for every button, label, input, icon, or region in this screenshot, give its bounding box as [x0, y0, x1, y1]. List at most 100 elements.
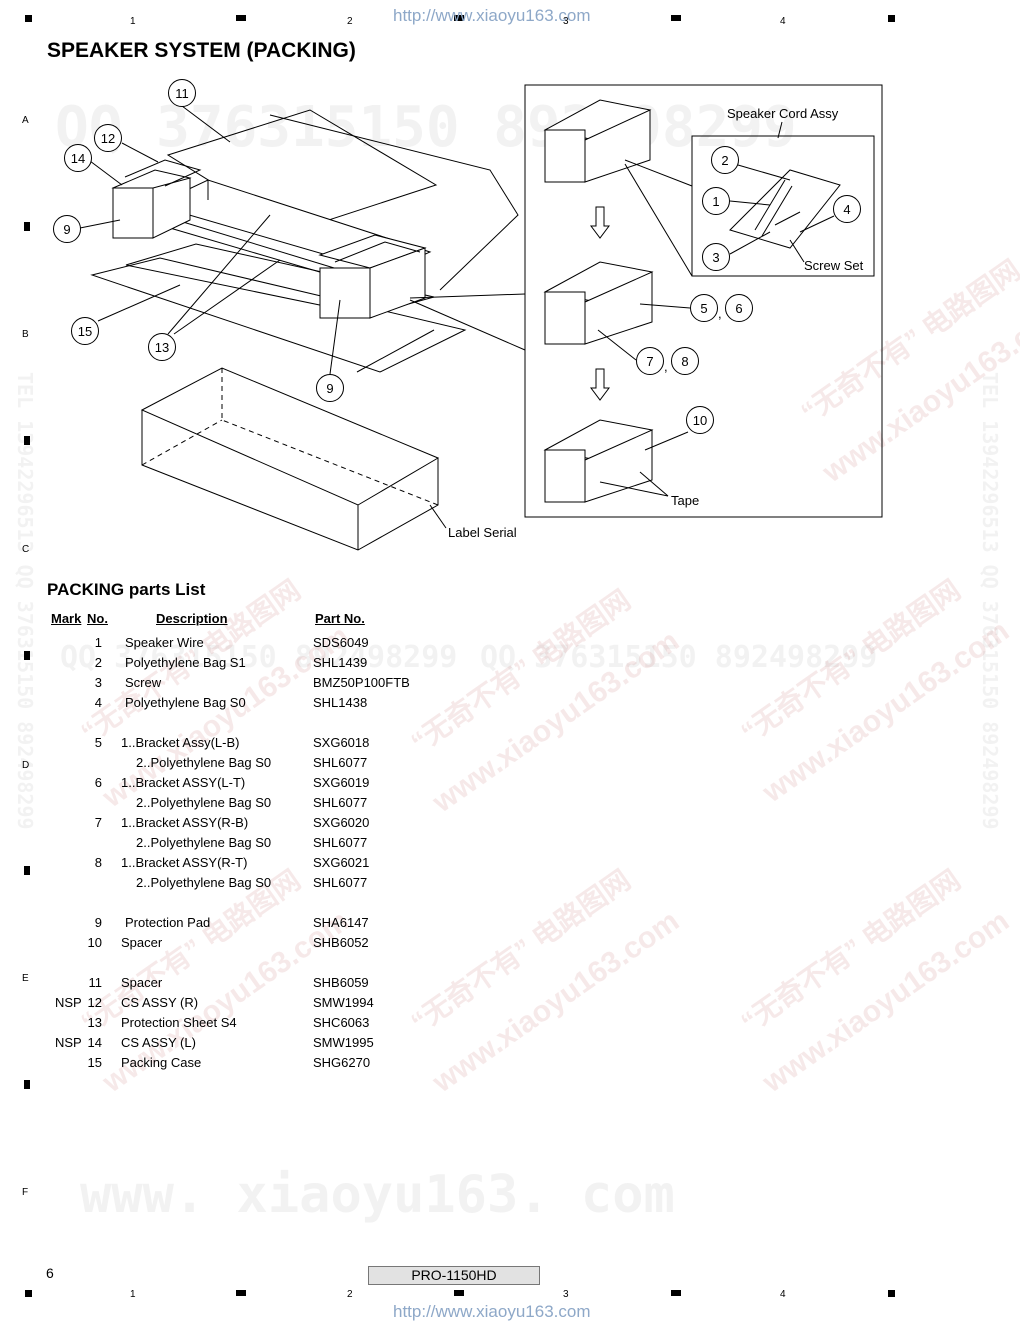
cell-description: Polyethylene Bag S1 [125, 655, 246, 670]
cell-description: Screw [125, 675, 162, 690]
cell-part-no: SHA6147 [313, 915, 369, 930]
cell-description: Protection Sheet S4 [121, 1015, 237, 1030]
grid-square [888, 1290, 895, 1297]
cell-part-no: SHC6063 [313, 1015, 370, 1030]
protection-sheet-lower [90, 257, 467, 373]
cell-part-no: SHL6077 [313, 875, 368, 890]
grid-square [236, 1290, 246, 1296]
cell-no: 11 [88, 975, 103, 990]
row-letter: D [22, 760, 30, 771]
row-mark [24, 651, 30, 660]
header-part-no: Part No. [315, 611, 365, 626]
cell-description: 1..Bracket ASSY(R-B) [121, 815, 249, 830]
row-mark [24, 436, 30, 445]
header-no: No. [87, 611, 108, 626]
column-number: 4 [780, 16, 786, 27]
cell-description: 1..Bracket Assy(L-B) [121, 735, 240, 750]
grid-square [25, 15, 32, 22]
cell-no: 9 [94, 915, 102, 930]
cell-no: 8 [94, 855, 102, 870]
row-letter: F [22, 1187, 29, 1198]
cell-description: Spacer [121, 975, 163, 990]
callout-13: 13 [148, 333, 176, 361]
cell-part-no: SXG6018 [313, 735, 370, 750]
callout-3: 3 [702, 243, 730, 271]
comma-separator: , [664, 359, 668, 374]
label-screw-set: Screw Set [804, 258, 864, 273]
cell-part-no: SMW1994 [313, 995, 374, 1010]
cell-description: 2..Polyethylene Bag S0 [136, 755, 272, 770]
cell-part-no: SHL6077 [313, 795, 368, 810]
cell-description: CS ASSY (L) [121, 1035, 196, 1050]
cell-no: 7 [94, 815, 102, 830]
row-mark [24, 222, 30, 231]
watermark-cn-5: “无奇不有” 电路图网 [405, 864, 637, 1039]
callout-4: 4 [833, 195, 861, 223]
cell-description: Spacer [121, 935, 163, 950]
cell-no: 1 [94, 635, 102, 650]
cell-mark: NSP [55, 995, 82, 1010]
callout-15: 15 [71, 317, 99, 345]
label-tape: Tape [671, 493, 700, 508]
column-number: 3 [563, 1289, 569, 1300]
cell-description: 1..Bracket ASSY(L-T) [121, 775, 246, 790]
watermark-site-5: www.xiaoyu163.com [426, 904, 686, 1099]
label-serial: Label Serial [448, 525, 517, 540]
cell-mark: NSP [55, 1035, 82, 1050]
column-number: 2 [347, 1289, 353, 1300]
callout-1: 1 [702, 187, 730, 215]
cell-part-no: SXG6021 [313, 855, 370, 870]
cell-no: 12 [87, 995, 102, 1010]
grid-square [25, 1290, 32, 1297]
grid-square [236, 15, 246, 21]
callout-8: 8 [671, 347, 699, 375]
grid-square [671, 1290, 681, 1296]
cell-description: Protection Pad [125, 915, 211, 930]
page-title: SPEAKER SYSTEM (PACKING) [47, 39, 356, 62]
screw-bag [729, 169, 841, 249]
cell-part-no: SHL6077 [313, 755, 368, 770]
callout-10: 10 [686, 406, 714, 434]
watermark-site-2: www.xiaoyu163.com [426, 624, 686, 819]
watermark-site-3: www.xiaoyu163.com [756, 614, 1016, 809]
cell-part-no: SHL6077 [313, 835, 368, 850]
page-number: 6 [46, 1265, 54, 1281]
row-letter: A [22, 115, 29, 126]
callout-12: 12 [94, 124, 122, 152]
cell-part-no: SDS6049 [313, 635, 369, 650]
row-letter: B [22, 329, 29, 340]
inset-box-top [543, 99, 652, 183]
cell-part-no: SHB6052 [313, 935, 369, 950]
cell-no: 3 [94, 675, 102, 690]
column-number: 3 [563, 16, 569, 27]
cell-part-no: SMW1995 [313, 1035, 374, 1050]
watermark-cn-2: “无奇不有” 电路图网 [405, 584, 637, 759]
cell-description: 1..Bracket ASSY(R-T) [121, 855, 248, 870]
cell-no: 6 [94, 775, 102, 790]
header-mark: Mark [51, 611, 82, 626]
callout-14: 14 [64, 144, 92, 172]
cell-description: Polyethylene Bag S0 [125, 695, 246, 710]
cell-no: 10 [87, 935, 102, 950]
cell-part-no: SHB6059 [313, 975, 369, 990]
cell-no: 5 [94, 735, 102, 750]
header-url[interactable]: http://www.xiaoyu163.com [393, 6, 591, 25]
watermark-site-big: www. xiaoyu163. com [80, 1165, 675, 1225]
footer-url[interactable]: http://www.xiaoyu163.com [393, 1302, 591, 1321]
arrow-down-icon [590, 206, 610, 239]
callout-11: 11 [168, 79, 196, 107]
row-letter: E [22, 973, 29, 984]
cell-part-no: SHL1439 [313, 655, 368, 670]
model-badge: PRO-1150HD [368, 1266, 540, 1285]
callout-5: 5 [690, 294, 718, 322]
column-number: 1 [130, 16, 136, 27]
row-mark [24, 866, 30, 875]
callout-7: 7 [636, 347, 664, 375]
grid-square [671, 15, 681, 21]
inset-box-mid [543, 261, 654, 345]
comma-separator: , [718, 306, 722, 321]
parts-list-title: PACKING parts List [47, 580, 206, 599]
header-description: Description [156, 611, 228, 626]
cell-no: 4 [94, 695, 102, 710]
cell-no: 13 [87, 1015, 102, 1030]
